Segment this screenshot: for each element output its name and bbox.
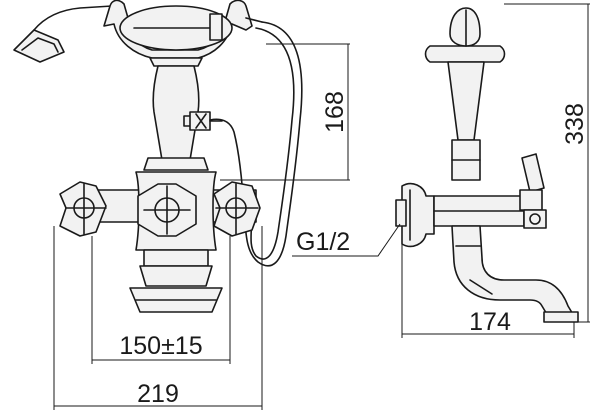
shower-hose (209, 21, 303, 267)
handset-grip (103, 0, 263, 59)
dimension-150-15: 150±15 (119, 332, 202, 360)
dimension-219: 219 (137, 380, 179, 408)
dimension-168: 168 (321, 91, 349, 133)
side-view (395, 7, 579, 323)
side-riser (447, 61, 485, 181)
side-diverter (519, 153, 547, 229)
center-cross-handle (137, 183, 197, 237)
hand-shower-head (13, 5, 113, 63)
dimension-g1-2: G1/2 (296, 228, 350, 256)
left-cross-handle (59, 181, 107, 237)
spout-outlet (129, 265, 223, 313)
dimension-174: 174 (469, 308, 511, 336)
side-body (395, 182, 525, 248)
side-spout (451, 225, 579, 323)
diverter-valve (183, 111, 223, 131)
riser-column (149, 57, 203, 161)
right-cross-handle (213, 181, 261, 237)
front-view (13, 0, 303, 313)
dimension-lines (53, 3, 590, 410)
side-handset (424, 7, 506, 63)
dimension-338: 338 (561, 103, 589, 145)
